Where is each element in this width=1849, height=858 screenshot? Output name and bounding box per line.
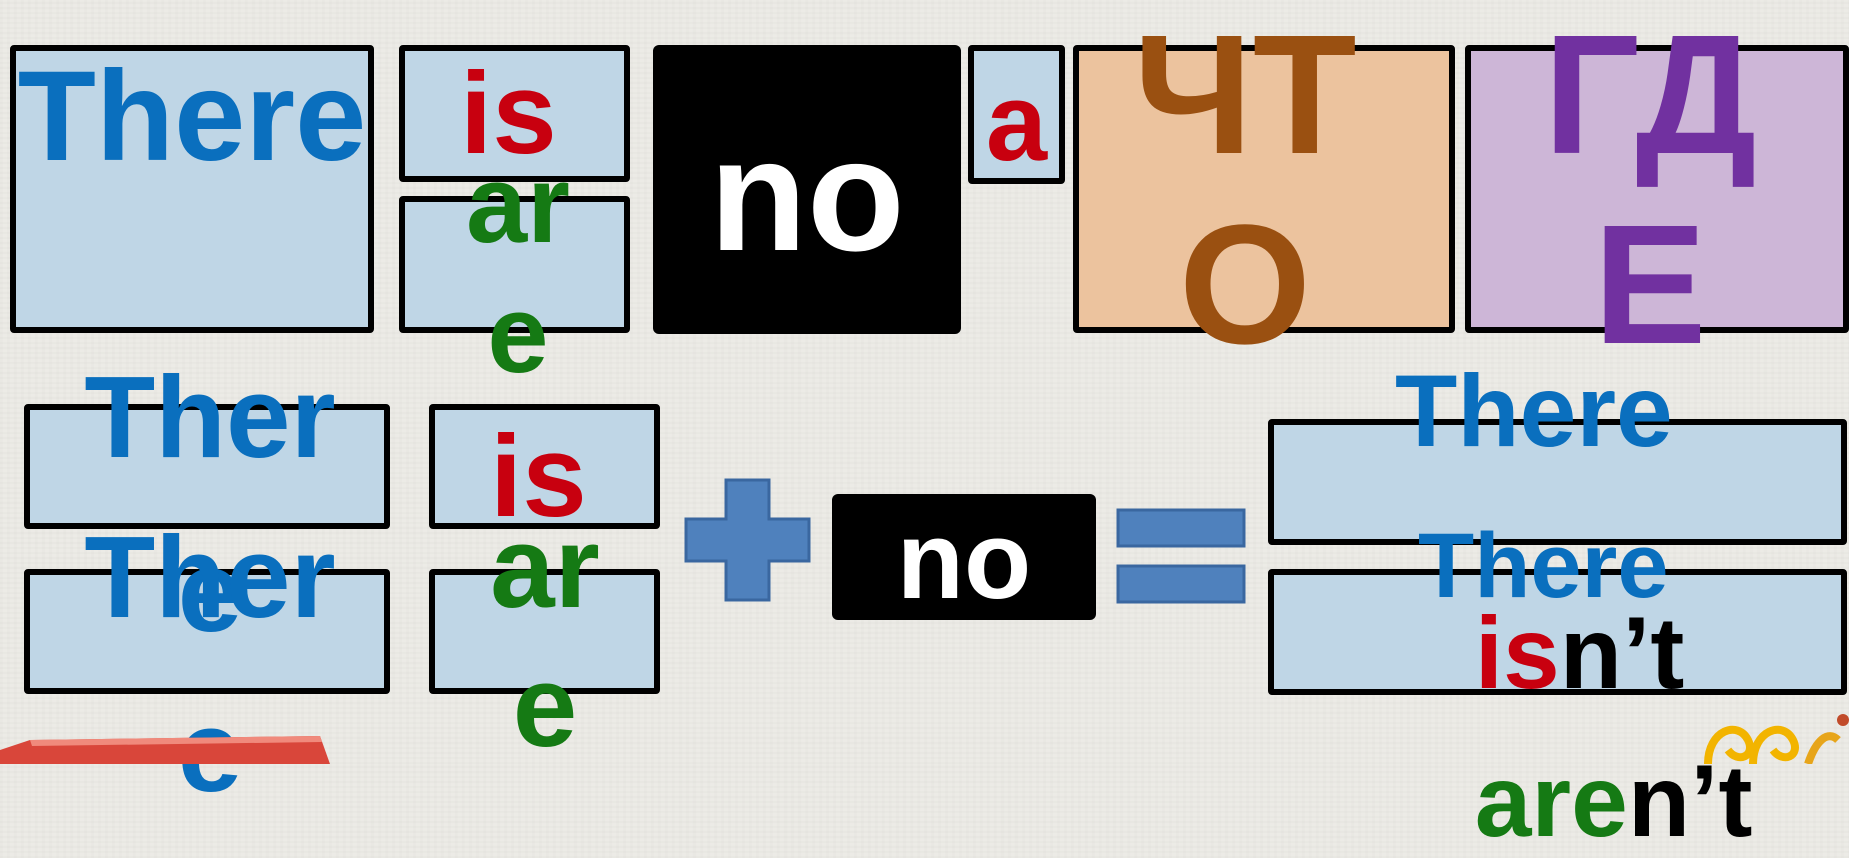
result-2-are: are: [1474, 744, 1628, 858]
no-card: [653, 45, 961, 334]
a-card: [968, 45, 1065, 184]
there-slot-2: [24, 569, 390, 694]
plus-symbol: [684, 478, 811, 602]
result-1-isnt: isn’t: [1418, 500, 1685, 704]
equals-icon: [1116, 508, 1246, 604]
no-word: no: [709, 105, 905, 284]
there-word-2: There: [84, 512, 336, 816]
plus-icon: [684, 478, 811, 602]
is-slot: [429, 404, 660, 529]
there-word: There: [17, 45, 367, 188]
is-word: is: [460, 48, 557, 178]
result-2-there: There: [1418, 515, 1669, 617]
a-word: a: [985, 61, 1048, 184]
result-slot-1: [1268, 419, 1847, 545]
paperclip-decoration: [1698, 700, 1849, 766]
equals-symbol: [1116, 506, 1246, 606]
red-book-decoration: [0, 736, 330, 764]
no-word-formula: no: [896, 499, 1032, 622]
are-slot: [429, 569, 660, 694]
is-word-formula: is: [490, 411, 587, 541]
gde-card: [1465, 45, 1849, 333]
no-chip: [832, 494, 1096, 620]
are-word-formula: are: [490, 502, 600, 772]
chto-card: [1073, 45, 1455, 333]
chto-word: ЧТО: [1133, 0, 1357, 381]
there-slot-1: [24, 404, 390, 529]
result-1-is: is: [1474, 596, 1560, 710]
result-1-there: There: [1395, 354, 1673, 468]
there-word-1: There: [84, 352, 336, 656]
there-card: [10, 45, 374, 333]
are-word: are: [466, 143, 570, 396]
are-card: [399, 196, 630, 333]
result-1-nt: n’t: [1559, 596, 1685, 710]
is-card: [399, 45, 630, 182]
result-slot-2: [1268, 569, 1847, 695]
gde-word: ГДЕ: [1543, 0, 1757, 381]
